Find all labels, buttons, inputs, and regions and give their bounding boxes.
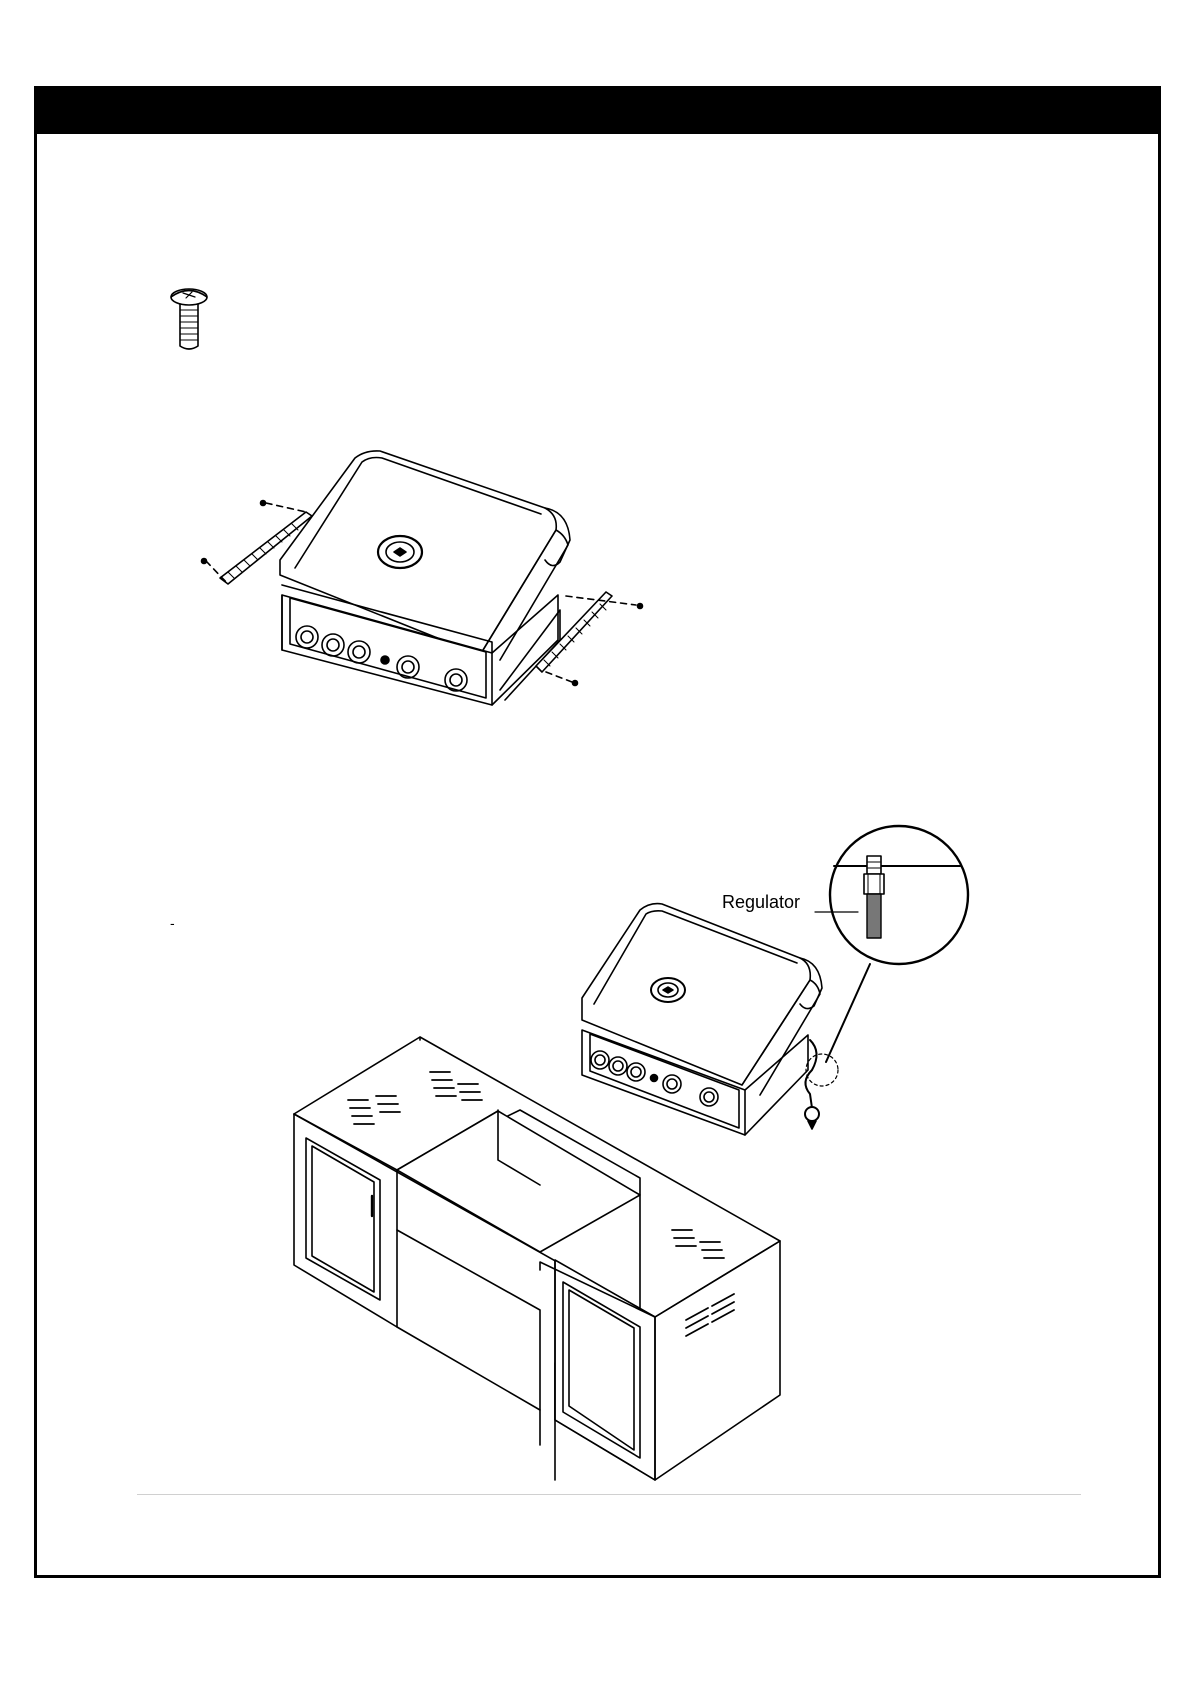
grill-with-regulator bbox=[582, 904, 838, 1135]
screw-icon bbox=[171, 289, 207, 349]
grill-head-illustration bbox=[202, 451, 643, 705]
regulator-callout-label: Regulator bbox=[722, 892, 800, 913]
detail-callout-circle bbox=[815, 826, 968, 1062]
stray-mark: - bbox=[170, 915, 175, 931]
footer-rule bbox=[137, 1494, 1081, 1495]
